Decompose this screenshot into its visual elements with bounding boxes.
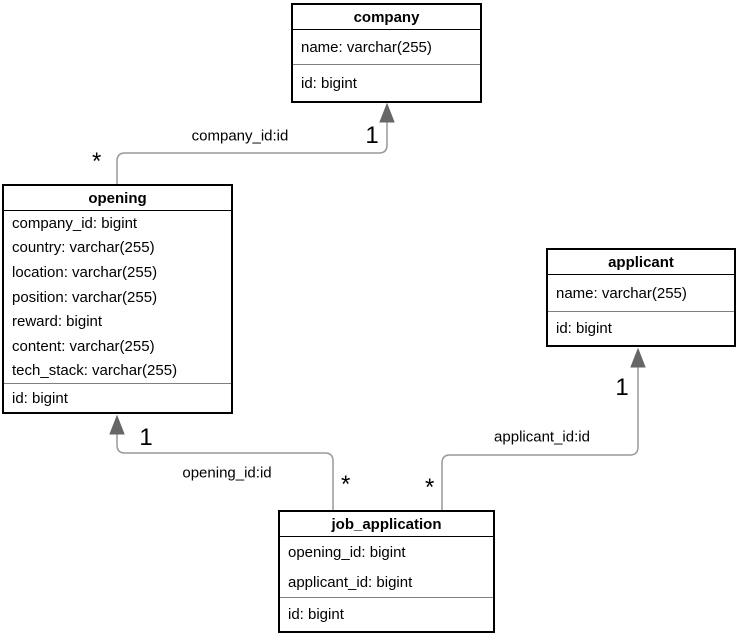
attribute-row: position: varchar(255): [12, 288, 158, 306]
arrowhead-into-applicant: [630, 347, 646, 368]
cardinality-many-opening: *: [92, 148, 102, 175]
attribute-row: tech_stack: varchar(255): [12, 362, 178, 380]
entity-opening-primary-key: id: bigint: [4, 383, 231, 412]
entity-applicant-primary-key: id: bigint: [548, 311, 734, 345]
entity-company-primary-key: id: bigint: [293, 64, 480, 101]
attribute-row: content: varchar(255): [12, 337, 155, 355]
cardinality-one-company: 1: [365, 122, 379, 149]
arrowhead-into-company: [379, 102, 395, 123]
entity-company-attributes: name: varchar(255): [293, 30, 480, 64]
attribute-row: location: varchar(255): [12, 263, 158, 281]
attribute-row: opening_id: bigint: [288, 543, 406, 561]
entity-applicant-title: applicant: [548, 250, 734, 275]
edge-label-applicant-id: applicant_id:id: [494, 428, 590, 446]
entity-opening-attributes: company_id: bigint country: varchar(255)…: [4, 211, 231, 383]
entity-job-application-title: job_application: [280, 512, 493, 537]
cardinality-many-job-application-left: *: [341, 471, 351, 498]
cardinality-many-job-application-right: *: [425, 474, 435, 501]
entity-opening[interactable]: opening company_id: bigint country: varc…: [2, 184, 233, 414]
entity-applicant-attributes: name: varchar(255): [548, 275, 734, 311]
attribute-row: country: varchar(255): [12, 239, 155, 257]
cardinality-one-opening: 1: [139, 424, 153, 451]
entity-job-application[interactable]: job_application opening_id: bigint appli…: [278, 510, 495, 633]
arrowhead-into-opening: [109, 414, 125, 435]
entity-company-title: company: [293, 5, 480, 30]
entity-opening-title: opening: [4, 186, 231, 211]
attribute-row: applicant_id: bigint: [288, 573, 413, 591]
entity-company[interactable]: company name: varchar(255) id: bigint: [291, 3, 482, 103]
attribute-row: company_id: bigint: [12, 214, 138, 232]
cardinality-one-applicant: 1: [615, 374, 629, 401]
edge-label-opening-id: opening_id:id: [182, 464, 272, 482]
attribute-row: name: varchar(255): [556, 284, 687, 302]
attribute-row: name: varchar(255): [301, 38, 432, 56]
attribute-row: reward: bigint: [12, 313, 103, 331]
entity-applicant[interactable]: applicant name: varchar(255) id: bigint: [546, 248, 736, 347]
edge-label-company-id: company_id:id: [191, 127, 289, 145]
entity-job-application-attributes: opening_id: bigint applicant_id: bigint: [280, 537, 493, 597]
entity-job-application-primary-key: id: bigint: [280, 597, 493, 631]
